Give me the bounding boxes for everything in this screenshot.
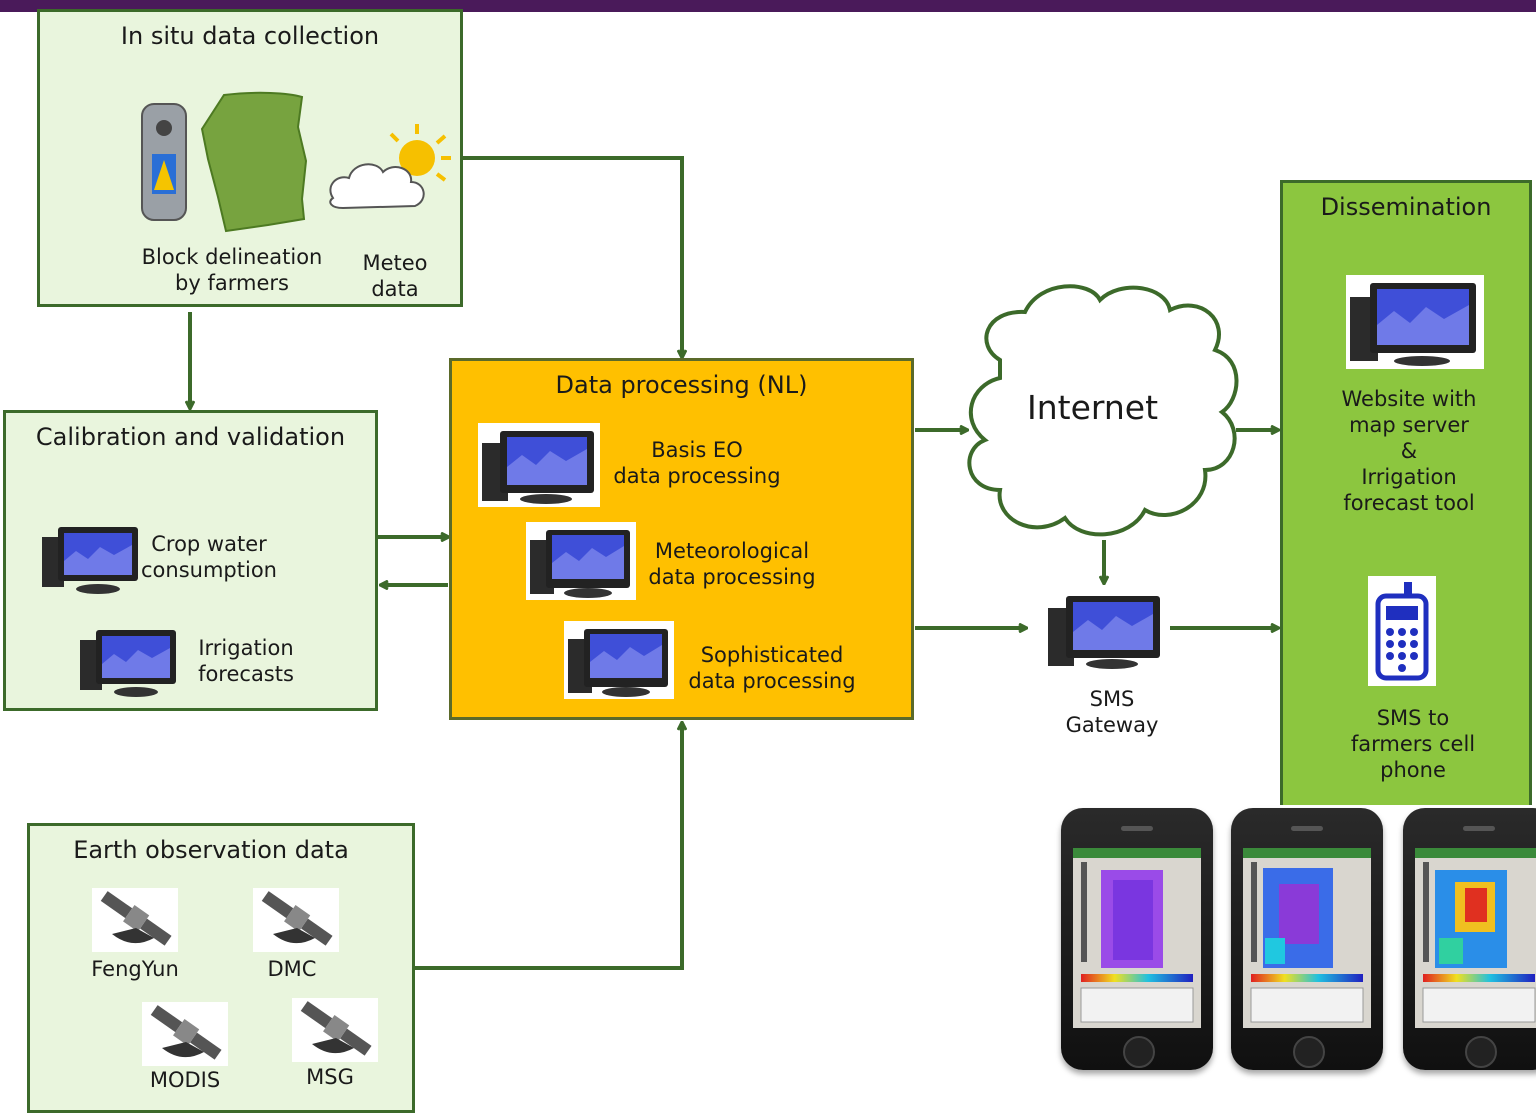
processing-title: Data processing (NL) <box>555 371 808 399</box>
data-processing-box: Data processing (NL) Basis EO data proce… <box>449 358 914 720</box>
cell-phone-icon <box>1368 576 1436 686</box>
satellite-icon <box>142 1002 228 1066</box>
calibration-box: Calibration and validation Crop water co… <box>3 410 378 711</box>
satellite-icon <box>92 888 178 952</box>
satellite-label-modis: MODIS <box>149 1068 221 1092</box>
arrow-insitu-to-processing <box>463 156 682 357</box>
meteorological-label: Meteorological data processing <box>648 539 816 589</box>
earth-observation-box: Earth observation data FengYun DMC MODIS… <box>27 823 415 1113</box>
block-delineation-label: Block delineation by farmers <box>141 245 323 295</box>
crop-water-label: Crop water consumption <box>141 532 277 582</box>
in-situ-box: In situ data collection Block delineatio… <box>37 9 463 307</box>
sms-farmers-label: SMS to farmers cell phone <box>1350 706 1476 782</box>
satellite-icon <box>292 998 378 1062</box>
smartphone-icon <box>1231 808 1383 1070</box>
field-block-icon <box>200 91 308 233</box>
computer-monitor-icon <box>42 527 138 594</box>
internet-cloud <box>967 284 1239 537</box>
sun-cloud-icon <box>329 124 451 210</box>
sms-gateway-label: SMS Gateway <box>1065 687 1159 737</box>
computer-monitor-icon <box>564 621 674 699</box>
basis-eo-label: Basis EO data processing <box>613 438 781 488</box>
in-situ-title: In situ data collection <box>120 22 380 50</box>
dissemination-title: Dissemination <box>1320 193 1492 221</box>
meteo-data-label: Meteo data <box>362 251 428 301</box>
irrigation-forecasts-label: Irrigation forecasts <box>198 636 294 686</box>
smartphone-icon <box>1061 808 1213 1070</box>
computer-monitor-icon <box>526 522 636 600</box>
gps-device-icon <box>141 103 187 221</box>
computer-monitor-icon <box>80 630 176 697</box>
satellite-label-msg: MSG <box>306 1065 354 1089</box>
computer-monitor-icon <box>1346 275 1484 369</box>
satellite-label-dmc: DMC <box>267 957 317 981</box>
internet-label: Internet <box>1027 388 1159 427</box>
computer-monitor-icon <box>478 423 600 507</box>
website-label: Website with map server & Irrigation for… <box>1341 387 1477 515</box>
arrow-earthobs-to-processing <box>415 723 682 970</box>
computer-monitor-icon <box>1044 588 1168 672</box>
earth-observation-title: Earth observation data <box>73 836 349 864</box>
dissemination-box: Dissemination Website with map server & … <box>1280 180 1532 805</box>
sophisticated-label: Sophisticated data processing <box>688 643 856 693</box>
satellite-label-fengyun: FengYun <box>91 957 179 981</box>
satellite-icon <box>253 888 339 952</box>
calibration-title: Calibration and validation <box>35 423 346 451</box>
smartphone-icon <box>1403 808 1536 1070</box>
